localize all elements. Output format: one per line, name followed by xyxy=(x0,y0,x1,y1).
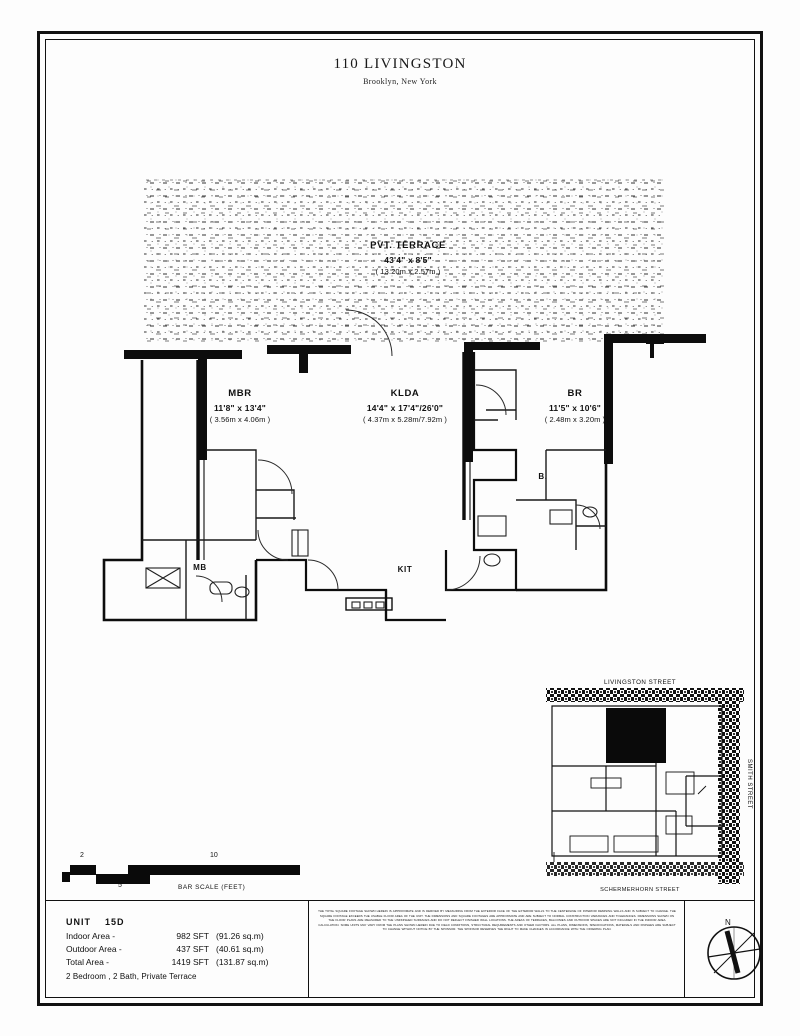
outdoor-area-sft: 437 SFT xyxy=(176,944,209,954)
fixtures xyxy=(145,506,598,609)
page-title: 110 LIVINGSTON xyxy=(333,56,467,72)
subject-building-marker xyxy=(606,708,666,763)
street-label-livingston: LIVINGSTON STREET xyxy=(604,679,676,686)
scale-tick-10: 10 xyxy=(210,852,218,859)
street-bands xyxy=(546,688,744,884)
area-row-total: Total Area - 1419 SFT (131.87 sq.m) xyxy=(66,956,316,969)
scale-bar: 2 5 10 BAR SCALE (FEET) xyxy=(62,852,300,898)
total-area-metric: (131.87 sq.m) xyxy=(216,957,269,967)
scale-caption: BAR SCALE (FEET) xyxy=(178,884,246,891)
terrace-hatch-zone xyxy=(144,178,664,343)
unit-walls xyxy=(102,352,608,622)
indoor-area-metric: (91.26 sq.m) xyxy=(216,931,264,941)
door-swings xyxy=(195,309,601,603)
total-area-label: Total Area - xyxy=(66,957,109,967)
room-label-terrace: PVT. TERRACE 43'4" x 8'5" ( 13.20m x 2.5… xyxy=(370,240,446,276)
site-detail xyxy=(553,771,707,862)
interior-partitions xyxy=(142,369,606,620)
indoor-area-label: Indoor Area - xyxy=(66,931,116,941)
unit-info-block: UNIT 15D Indoor Area - 982 SFT (91.26 sq… xyxy=(66,917,316,981)
street-label-smith: SMITH STREET xyxy=(746,759,752,809)
compass-rose: N xyxy=(694,911,774,991)
compass-north-label: N xyxy=(725,918,731,927)
unit-label: UNIT xyxy=(66,917,91,927)
bottom-info-strip: UNIT 15D Indoor Area - 982 SFT (91.26 sq… xyxy=(46,900,761,998)
room-label-mb: MB xyxy=(193,563,207,572)
room-label-br: BR 11'5" x 10'6" ( 2.48m x 3.20m ) xyxy=(544,388,606,424)
street-label-schermerhorn: SCHERMERHORN STREET xyxy=(600,887,680,893)
site-map: LIVINGSTON STREET SMITH STREET SCHERMERH… xyxy=(536,666,754,896)
total-area-sft: 1419 SFT xyxy=(171,957,209,967)
unit-designation: UNIT 15D xyxy=(66,917,316,927)
page-subtitle: Brooklyn, New York xyxy=(363,77,437,86)
unit-number: 15D xyxy=(105,917,125,927)
room-label-mbr: MBR 11'8" x 13'4" ( 3.56m x 4.06m ) xyxy=(209,388,271,424)
floorplan-drawing xyxy=(46,120,754,665)
unit-summary: 2 Bedroom , 2 Bath, Private Terrace xyxy=(66,972,197,981)
window-markers xyxy=(646,338,664,358)
area-row-indoor: Indoor Area - 982 SFT (91.26 sq.m) xyxy=(66,930,316,943)
room-label-bath: B. xyxy=(538,472,548,481)
sheet-border-inner xyxy=(45,39,755,998)
title-block: 110 LIVINGSTON Brooklyn, New York xyxy=(45,56,755,86)
scale-tick-5: 5 xyxy=(118,882,122,889)
outdoor-area-metric: (40.61 sq.m) xyxy=(216,944,264,954)
room-label-klda: KLDA 14'4" x 17'4"/26'0" ( 4.37m x 5.28m… xyxy=(363,388,447,424)
area-row-outdoor: Outdoor Area - 437 SFT (40.61 sq.m) xyxy=(66,943,316,956)
disclaimer-text: THE TOTAL SQUARE FOOTAGE SHOWN HEREIN IS… xyxy=(318,909,676,932)
outdoor-area-label: Outdoor Area - xyxy=(66,944,122,954)
room-label-kit: KIT xyxy=(397,565,413,574)
scale-tick-2: 2 xyxy=(80,852,84,859)
indoor-area-sft: 982 SFT xyxy=(176,931,209,941)
sheet-border-outer xyxy=(37,31,763,1006)
